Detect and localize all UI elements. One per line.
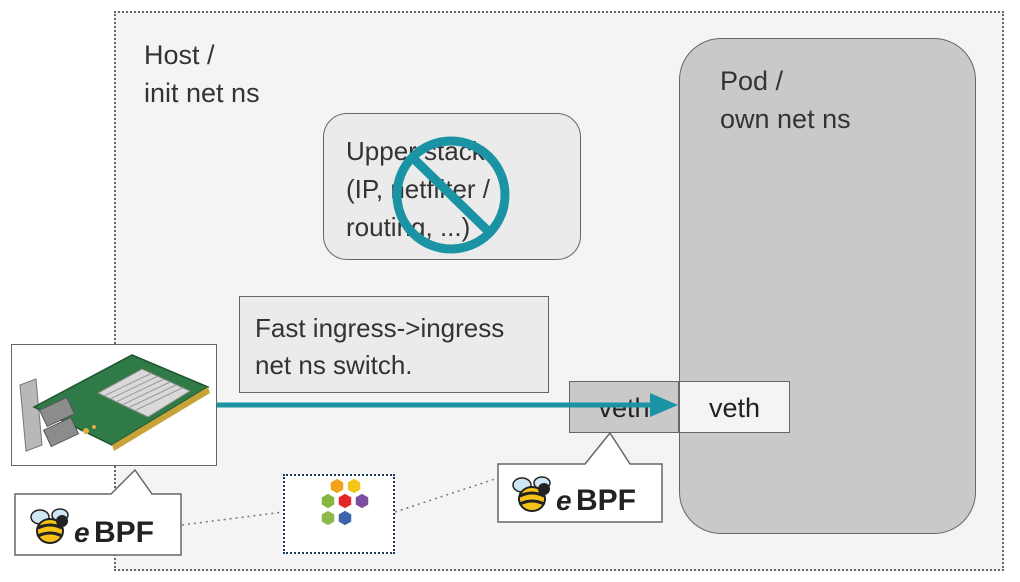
nic-card-image bbox=[11, 344, 217, 466]
hex-orange bbox=[329, 477, 345, 495]
veth-pod-side: veth bbox=[679, 381, 790, 433]
ebpf-bpf-right: BPF bbox=[576, 484, 636, 517]
ebpf-callout-left: e BPF bbox=[14, 468, 182, 556]
dotted-link-right bbox=[394, 477, 499, 513]
ebpf-e-left: e bbox=[74, 517, 90, 548]
hex-green-bottom bbox=[320, 509, 336, 527]
forbidden-icon bbox=[392, 136, 510, 254]
hex-yellow bbox=[346, 477, 362, 495]
pod-namespace-label: Pod / own net ns bbox=[720, 66, 851, 134]
ebpf-bpf-left: BPF bbox=[94, 516, 154, 549]
hex-green-left bbox=[320, 492, 336, 510]
hex-red bbox=[337, 492, 353, 510]
pod-namespace-box bbox=[679, 38, 976, 534]
bee-icon bbox=[512, 476, 551, 512]
host-namespace-label: Host / init net ns bbox=[144, 40, 260, 108]
upper-stack-label: Upper stack (IP, netfilter / routing, ..… bbox=[346, 136, 491, 242]
dotted-link-left bbox=[181, 511, 284, 526]
hex-purple bbox=[354, 492, 370, 510]
ebpf-e-right: e bbox=[556, 485, 572, 516]
hexagon-cluster-icon bbox=[320, 477, 370, 527]
nic-card-icon bbox=[19, 354, 210, 452]
fast-switch-label: Fast ingress->ingress net ns switch. bbox=[255, 313, 505, 380]
hex-blue bbox=[337, 509, 353, 527]
ebpf-callout-right: e BPF bbox=[497, 431, 663, 523]
ingress-arrow bbox=[217, 393, 678, 417]
fast-switch-callout bbox=[239, 296, 549, 393]
bee-icon bbox=[30, 508, 69, 544]
ebpf-programs-box bbox=[283, 474, 395, 554]
